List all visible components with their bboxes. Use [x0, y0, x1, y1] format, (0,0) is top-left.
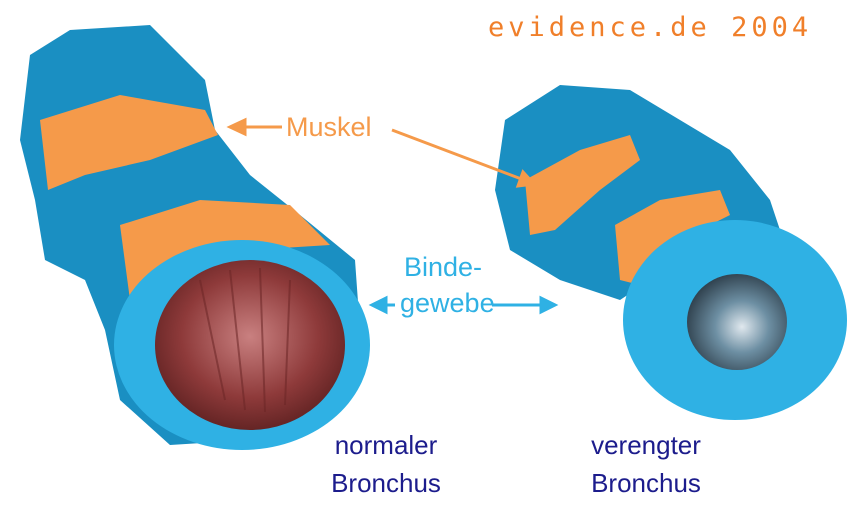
muscle-arrowhead-left: [230, 120, 245, 134]
muscle-label: Muskel: [286, 112, 372, 143]
connective-tissue-label-line1: Binde-: [404, 252, 482, 283]
normal-caption-line2: Bronchus: [316, 464, 456, 502]
normal-caption-line1: normaler: [316, 426, 456, 464]
tissue-arrowhead-left: [372, 298, 386, 312]
narrowed-bronchus-lumen: [687, 274, 787, 370]
connective-tissue-label-line2: gewebe: [400, 288, 495, 319]
normal-bronchus: [20, 25, 370, 450]
muscle-arrows: [230, 120, 534, 186]
tissue-arrowhead-right: [541, 298, 555, 312]
credit-text: evidence.de 2004: [488, 12, 812, 43]
narrowed-caption-line2: Bronchus: [572, 464, 720, 502]
normal-bronchus-caption: normaler Bronchus: [316, 426, 456, 502]
narrowed-bronchus-caption: verengter Bronchus: [572, 426, 720, 502]
narrowed-caption-line1: verengter: [572, 426, 720, 464]
narrowed-bronchus: [495, 85, 847, 420]
normal-bronchus-lumen: [155, 260, 345, 430]
